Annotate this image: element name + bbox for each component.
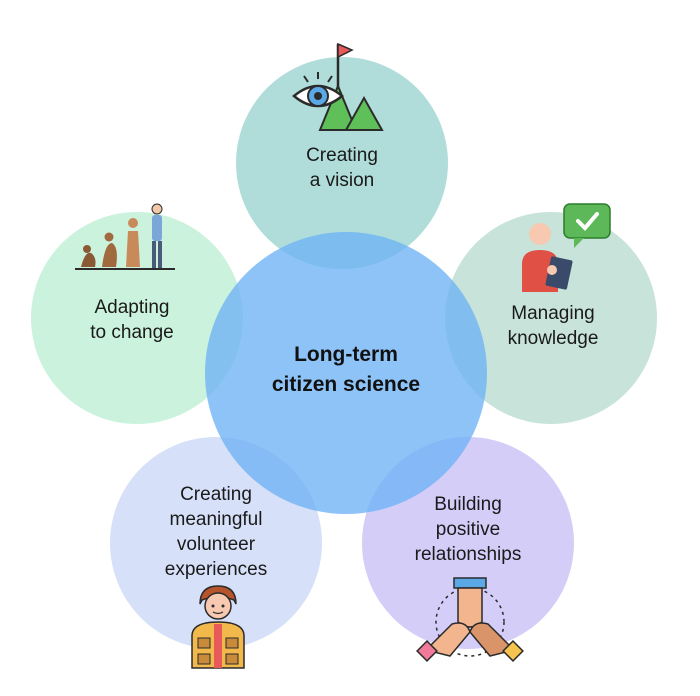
center-label-line2: citizen science: [271, 373, 421, 396]
center-label-line1: Long-term: [294, 343, 398, 366]
relationships-line1: Building: [434, 494, 502, 515]
change-line1: Adapting: [94, 297, 170, 318]
knowledge-line2: knowledge: [507, 328, 599, 349]
volunteer-line1: Creating: [180, 484, 252, 505]
node-label-volunteer: Creating meaningful volunteer experience…: [136, 482, 296, 582]
node-label-relationships: Building positive relationships: [388, 492, 548, 567]
volunteer-line4: experiences: [164, 559, 268, 580]
vision-line2: a vision: [309, 170, 375, 191]
volunteer-line2: meaningful: [169, 509, 263, 530]
change-line2: to change: [90, 322, 174, 343]
vision-line1: Creating: [306, 145, 378, 166]
node-label-change: Adapting to change: [52, 295, 212, 345]
volunteer-person-icon: [191, 585, 245, 669]
evolution-icon: [75, 203, 175, 270]
stacked-hands-icon: [416, 577, 524, 662]
eye-mountain-flag-icon: [292, 42, 384, 131]
node-label-knowledge: Managing knowledge: [473, 301, 633, 351]
node-label-vision: Creating a vision: [262, 143, 422, 193]
person-tablet-chat-icon: [522, 203, 611, 292]
center-label: Long-term citizen science: [236, 340, 456, 400]
center-circle: [205, 232, 487, 514]
knowledge-line1: Managing: [511, 303, 595, 324]
relationships-line2: positive: [435, 519, 501, 540]
volunteer-line3: volunteer: [176, 534, 256, 555]
relationships-line3: relationships: [414, 544, 522, 565]
